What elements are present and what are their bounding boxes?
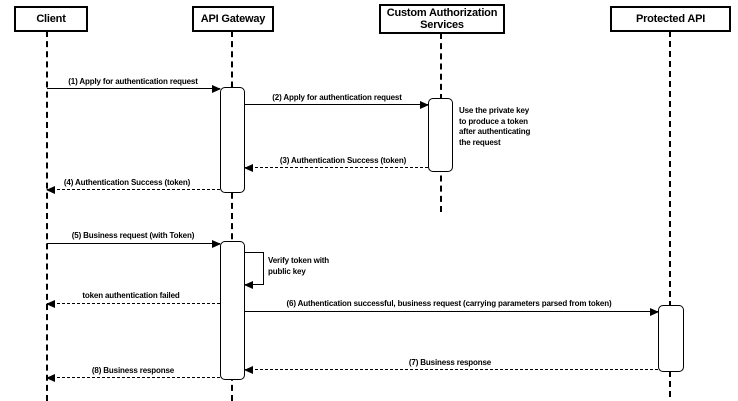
arrowhead-right-icon xyxy=(650,308,659,317)
message-label-token-failed: token authentication failed xyxy=(82,291,180,300)
lifeline-client xyxy=(46,31,48,401)
note-use-private-key: Use the private key to produce a token a… xyxy=(459,106,531,147)
self-message-label: Verify token with public key xyxy=(268,256,330,276)
participant-client: Client xyxy=(14,6,88,32)
message-label-3: (3) Authentication Success (token) xyxy=(279,156,407,165)
message-label-1: (1) Apply for authentication request xyxy=(68,77,198,86)
participant-label: Client xyxy=(36,13,66,25)
arrowhead-left-icon xyxy=(46,186,55,195)
message-arrow-6 xyxy=(245,308,659,317)
participant-label: API Gateway xyxy=(200,13,266,25)
participant-label: Custom Authorization Services xyxy=(386,7,498,31)
lifeline-api-gateway xyxy=(231,31,233,401)
message-label-4: (4) Authentication Success (token) xyxy=(63,178,191,187)
message-label-5: (5) Business request (with Token) xyxy=(71,231,195,240)
message-arrow-4 xyxy=(46,186,220,195)
arrowhead-left-icon xyxy=(46,374,55,383)
participant-custom-authorization-services: Custom Authorization Services xyxy=(379,4,505,34)
message-arrow-1 xyxy=(47,85,221,94)
message-arrow-7 xyxy=(244,366,658,375)
arrowhead-right-icon xyxy=(212,240,221,249)
self-message-side-line xyxy=(263,252,264,285)
participant-api-gateway: API Gateway xyxy=(192,6,274,32)
arrowhead-left-icon xyxy=(244,281,253,290)
activation-custom-authorization xyxy=(428,98,453,172)
participant-protected-api: Protected API xyxy=(610,6,731,32)
self-message-top-line xyxy=(245,252,264,253)
self-message-return-line xyxy=(244,281,264,290)
activation-api-gateway-business xyxy=(220,241,245,380)
message-label-6: (6) Authentication successful, business … xyxy=(286,299,612,308)
message-label-7: (7) Business response xyxy=(408,358,492,367)
arrowhead-right-icon xyxy=(212,85,221,94)
participant-label: Protected API xyxy=(635,13,706,25)
activation-api-gateway-auth xyxy=(220,87,245,193)
message-label-8: (8) Business response xyxy=(91,366,175,375)
message-arrow-8 xyxy=(46,374,220,383)
lifeline-protected-api xyxy=(669,31,671,397)
message-arrow-5 xyxy=(47,240,221,249)
message-arrow-token-failed xyxy=(46,300,220,309)
arrowhead-right-icon xyxy=(420,101,429,110)
activation-protected-api xyxy=(658,305,684,372)
arrowhead-left-icon xyxy=(244,366,253,375)
message-label-2: (2) Apply for authentication request xyxy=(272,93,402,102)
arrowhead-left-icon xyxy=(46,300,55,309)
message-arrow-2 xyxy=(245,101,429,110)
message-arrow-3 xyxy=(244,164,428,173)
arrowhead-left-icon xyxy=(244,164,253,173)
